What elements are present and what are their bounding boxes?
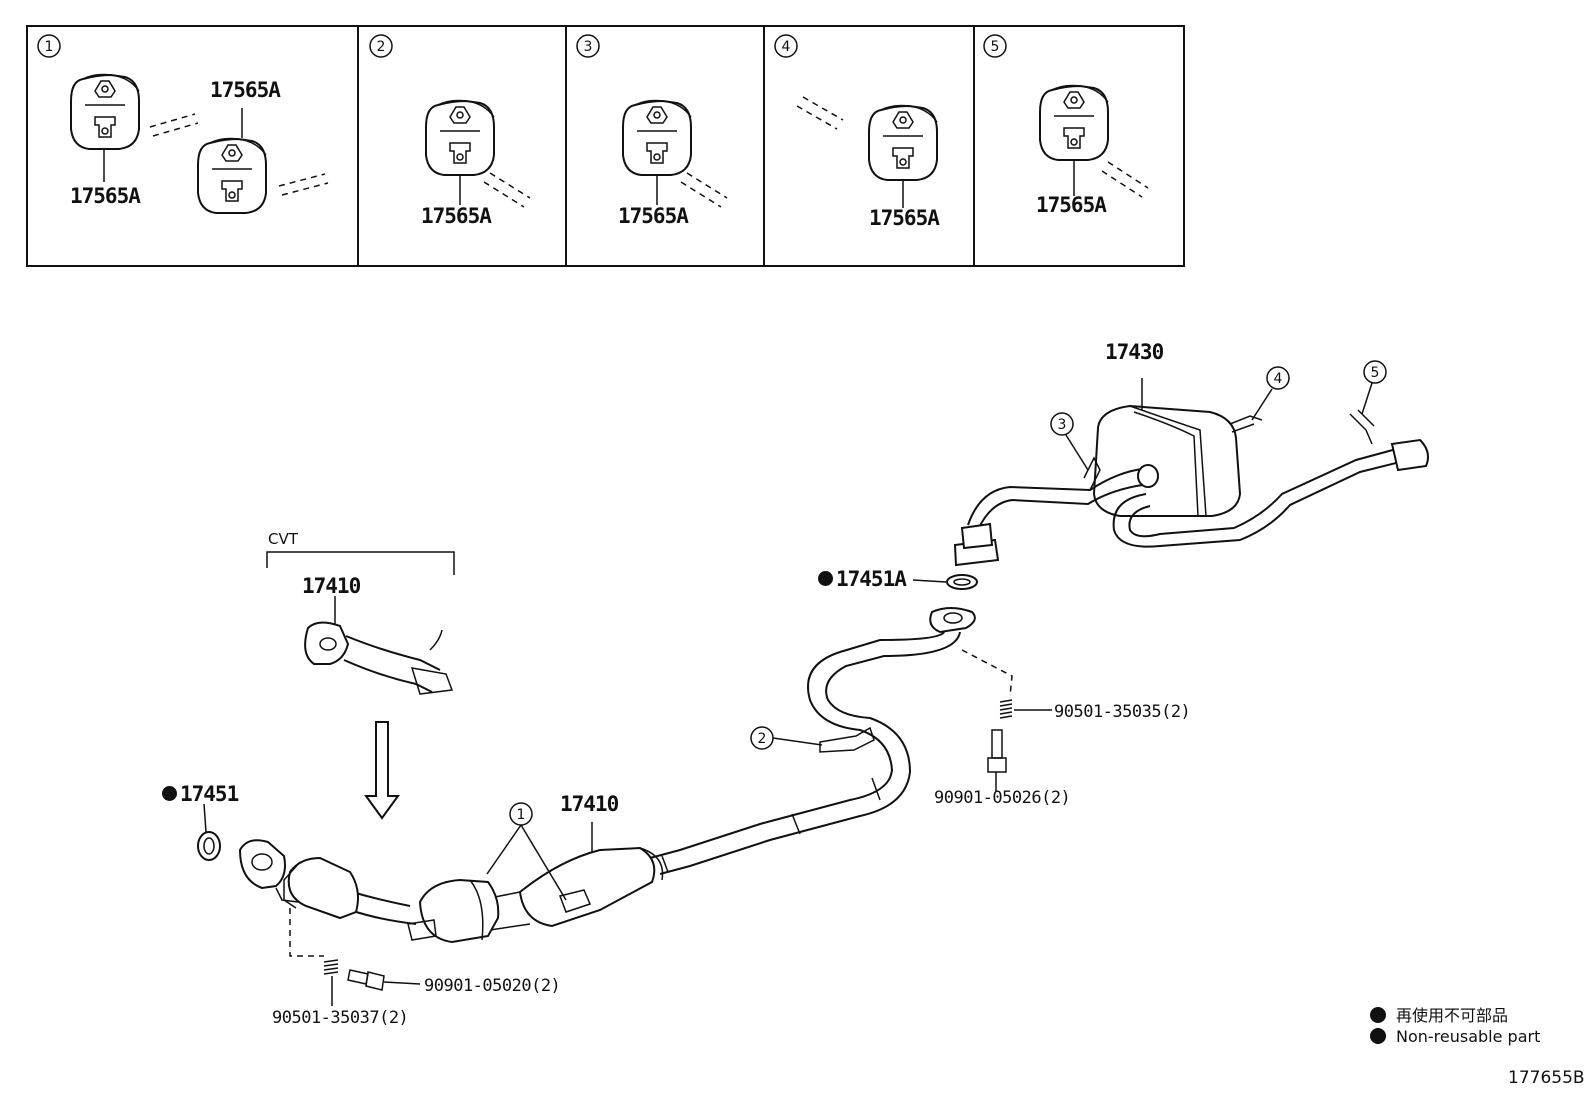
label-inset1-b: 17565A [70,184,141,208]
inset-callout-5: 5 [991,39,1000,55]
label-cvt: CVT [268,530,298,548]
label-inset5: 17565A [1036,193,1107,217]
label-inset3: 17565A [618,204,689,228]
inset-4-hanger [796,96,938,208]
muffler-assembly [953,378,1429,567]
callout-3: 3 [1058,417,1067,433]
muffler-callouts: 3 4 5 [1050,360,1387,471]
label-inset2: 17565A [421,204,492,228]
callout-2: 2 [758,731,767,747]
label-bolt-front: 90901-05020(2) [424,976,561,996]
label-gasket-front: 17451 [162,782,239,806]
label-inset1-a: 17565A [210,78,281,102]
gasket-rear [912,574,978,590]
inset-3-hanger [622,99,728,208]
label-front-pipe: 17410 [560,792,619,816]
gasket-rear-number: 17451A [836,567,907,591]
legend-jp-text: 再使用不可部品 [1396,1006,1509,1025]
label-spring-front: 90501-35037(2) [272,1008,409,1028]
inset-panel [26,25,1185,267]
front-pipe-assembly [238,607,976,944]
non-reusable-dot [818,570,833,586]
gasket-front-number: 17451 [180,782,239,806]
inset-5-hanger [1039,84,1149,198]
label-inset4: 17565A [869,206,940,230]
legend-en-text: Non-reusable part [1396,1027,1541,1046]
label-bolt-rear: 90901-05026(2) [934,788,1071,808]
legend-en: Non-reusable part [1370,1027,1540,1046]
cvt-variant [266,551,455,820]
non-reusable-dot [162,785,177,801]
callout-1: 1 [517,807,526,823]
label-cvt-pipe: 17410 [302,574,361,598]
label-spring-rear: 90501-35035(2) [1054,702,1191,722]
inset-callout-2: 2 [377,39,386,55]
diagram-code: 177655B [1508,1068,1585,1088]
label-gasket-rear: 17451A [818,567,907,591]
inset-callout-4: 4 [782,39,791,55]
label-muffler: 17430 [1105,340,1164,364]
legend-dot [1370,1027,1386,1044]
inset-2-hanger [425,99,531,208]
inset-callout-1: 1 [45,39,54,55]
inset-callouts: 1 2 3 4 5 [37,34,1007,58]
legend-jp: 再使用不可部品 [1370,1002,1508,1026]
callout-5: 5 [1371,365,1380,381]
legend-dot [1370,1006,1386,1023]
gasket-front [197,803,221,861]
front-fasteners [289,908,421,1006]
callout-4: 4 [1274,371,1283,387]
rear-fasteners [961,649,1052,792]
inset-1-hangers [70,73,329,214]
inset-callout-3: 3 [584,39,593,55]
front-callouts: 1 2 [509,726,823,826]
